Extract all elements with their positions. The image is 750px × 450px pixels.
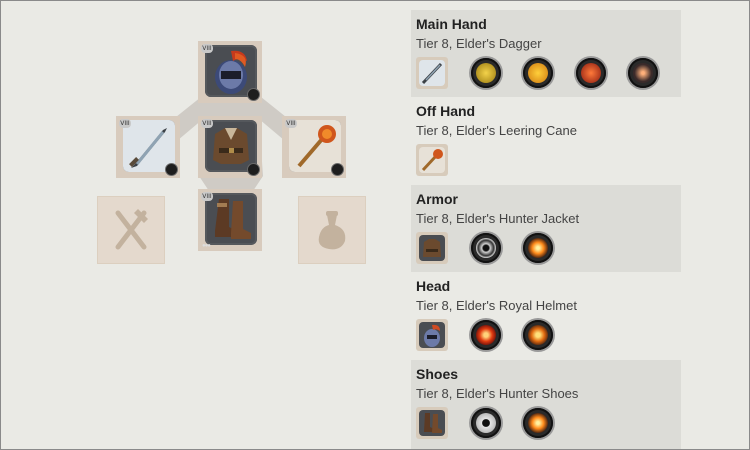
shoes-slot[interactable]: VIII ●●● — [198, 189, 262, 251]
dagger-icon[interactable] — [416, 57, 448, 89]
slot-title: Off Hand — [416, 103, 476, 119]
potion-icon — [318, 211, 346, 250]
cane-icon[interactable] — [416, 144, 448, 176]
shoes-section: Shoes Tier 8, Elder's Hunter Shoes — [411, 360, 681, 449]
runner-spell-icon[interactable] — [471, 408, 501, 438]
paperdoll: VIII VIII — [1, 1, 401, 449]
dark-star-spell-icon[interactable] — [628, 58, 658, 88]
boots-icon — [205, 193, 257, 245]
tier-badge: VIII — [285, 119, 297, 128]
dagger-icon — [123, 120, 175, 172]
vortex-spell-icon[interactable] — [471, 233, 501, 263]
helmet-icon[interactable] — [416, 319, 448, 351]
boots-icon[interactable] — [416, 407, 448, 439]
tier-badge: VIII — [201, 192, 213, 201]
orange-dash-spell-icon[interactable] — [523, 58, 553, 88]
tier-badge: VIII — [119, 119, 131, 128]
main-hand-slot[interactable]: VIII — [116, 116, 180, 178]
slot-title: Main Hand — [416, 16, 487, 32]
tier-badge: VIII — [201, 119, 213, 128]
food-icon — [115, 209, 148, 250]
item-name: Tier 8, Elder's Royal Helmet — [416, 298, 577, 313]
potion-slot[interactable] — [299, 197, 365, 263]
red-shield-spell-icon[interactable] — [471, 320, 501, 350]
off-hand-slot[interactable]: VIII — [282, 116, 346, 178]
main-hand-section: Main Hand Tier 8, Elder's Dagger — [411, 10, 681, 97]
head-section: Head Tier 8, Elder's Royal Helmet — [411, 272, 681, 360]
quality-indicator — [331, 163, 344, 176]
slot-title: Head — [416, 278, 451, 294]
head-slot[interactable]: VIII — [198, 41, 262, 103]
helmet-icon — [205, 45, 257, 97]
fire-spell-icon[interactable] — [523, 408, 553, 438]
slot-title: Armor — [416, 191, 459, 207]
food-slot[interactable] — [98, 197, 164, 263]
fire-spell-icon[interactable] — [523, 233, 553, 263]
quality-indicator — [247, 163, 260, 176]
jacket-icon — [205, 120, 257, 172]
golden-shield-spell-icon[interactable] — [471, 58, 501, 88]
red-strike-spell-icon[interactable] — [576, 58, 606, 88]
equipment-list: Main Hand Tier 8, Elder's Dagger Off Han… — [411, 10, 681, 449]
quality-indicator — [247, 88, 260, 101]
cane-icon — [289, 120, 341, 172]
fire-shield-spell-icon[interactable] — [523, 320, 553, 350]
jacket-icon[interactable] — [416, 232, 448, 264]
armor-section: Armor Tier 8, Elder's Hunter Jacket — [411, 185, 681, 272]
quality-indicator — [165, 163, 178, 176]
item-name: Tier 8, Elder's Dagger — [416, 36, 542, 51]
tier-badge: VIII — [201, 44, 213, 53]
slot-title: Shoes — [416, 366, 459, 382]
armor-slot[interactable]: VIII — [198, 116, 262, 178]
item-name: Tier 8, Elder's Hunter Jacket — [416, 211, 580, 226]
off-hand-section: Off Hand Tier 8, Elder's Leering Cane — [411, 97, 681, 185]
item-name: Tier 8, Elder's Hunter Shoes — [416, 386, 579, 401]
item-name: Tier 8, Elder's Leering Cane — [416, 123, 577, 138]
